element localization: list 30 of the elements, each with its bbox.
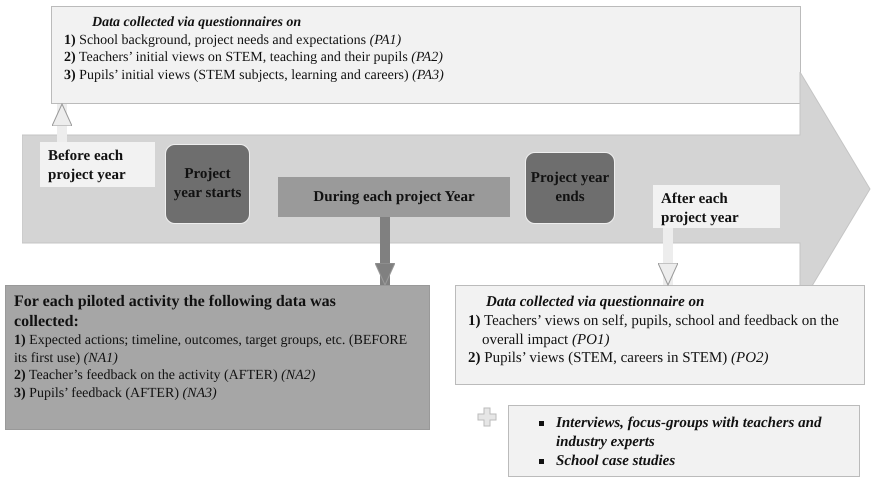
stage-text: During each project Year [313, 188, 475, 206]
list-item: 1) Teachers’ views on self, pupils, school and feedback on the overall impact (PO1) [468, 312, 840, 350]
block-arrow [374, 217, 396, 286]
stage-text: Before each project year [48, 147, 127, 184]
box-heading: Data collected via questionnaires on [92, 14, 302, 32]
block-arrow [658, 228, 678, 286]
block-arrow [52, 104, 72, 142]
list-item: School case studies [556, 452, 676, 470]
stage-text: Project year ends [530, 169, 610, 207]
phase-box [278, 177, 510, 217]
list-item: 2) Teachers’ initial views on STEM, teaching and their pupils (PA2) [64, 49, 444, 66]
list-item: 2) Pupils’ views (STEM, careers in STEM) (PO2) [468, 349, 770, 368]
info-box [5, 285, 430, 430]
info-box [51, 6, 801, 104]
stage-label [653, 185, 780, 228]
info-box [455, 285, 865, 385]
list-item: 2) Teacher’s feedback on the activity (AFTER) (NA2) [14, 367, 316, 384]
milestone-box [525, 152, 615, 224]
list-item: 1) Expected actions; timeline, outcomes, target groups, etc. (BEFORE its first use) (NA1) [14, 332, 408, 367]
box-heading: Data collected via questionnaire on [486, 293, 706, 312]
stage-text: After each project year [661, 190, 740, 228]
list-item: 1) School background, project needs and expectations (PA1) [64, 32, 402, 49]
stage-text: Project year starts [172, 165, 242, 203]
list-item: Interviews, focus-groups with teachers and industry experts [556, 414, 823, 452]
stage-label [40, 142, 155, 187]
info-box [508, 405, 860, 477]
box-heading: For each piloted activity the following data was collected: [14, 292, 337, 332]
list-item: 3) Pupils’ feedback (AFTER) (NA3) [14, 384, 218, 402]
list-item: 3) Pupils’ initial views (STEM subjects, learning and careers) (PA3) [64, 66, 445, 84]
milestone-box [165, 144, 250, 224]
